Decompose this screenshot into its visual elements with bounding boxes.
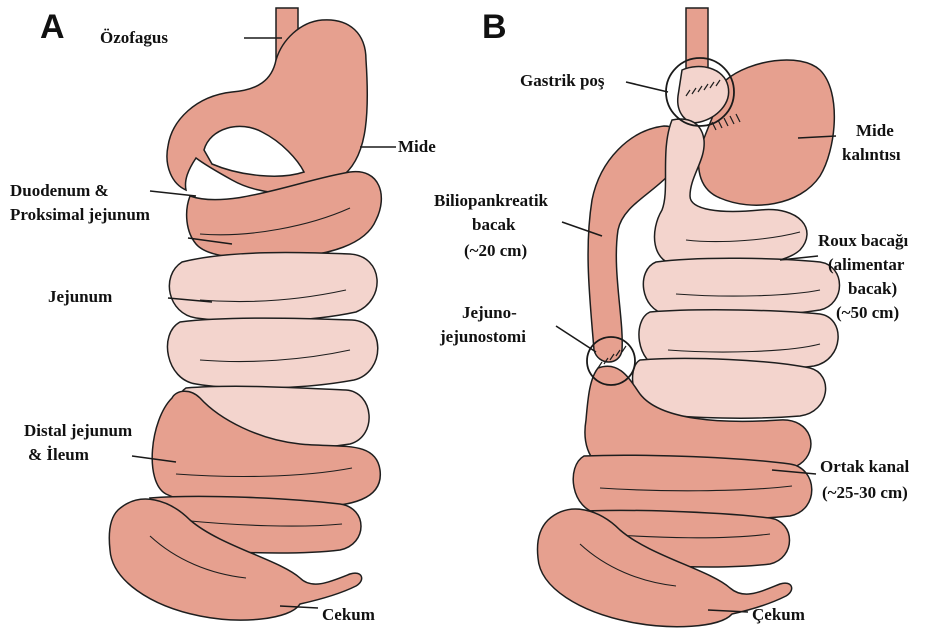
label-bp-1: Biliopankreatik (434, 191, 549, 210)
label-gastric-pouch: Gastrik poş (520, 71, 605, 90)
jejunum-loop2-a (167, 318, 377, 388)
label-duodenum-2: Proksimal jejunum (10, 205, 150, 224)
label-bp-3: (~20 cm) (464, 241, 527, 260)
label-common-1: Ortak kanal (820, 457, 910, 476)
label-roux-4: (~50 cm) (836, 303, 899, 322)
label-cecum-b: Çekum (752, 605, 805, 624)
label-jj-1: Jejuno- (462, 303, 517, 322)
panel-letter-a: A (40, 8, 65, 46)
panel-letter-b: B (482, 8, 507, 46)
label-jj-2: jejunostomi (439, 327, 526, 346)
label-stomach-a: Mide (398, 137, 436, 156)
panel-b (537, 8, 839, 627)
label-roux-2: (alimentar (828, 255, 905, 274)
jejunum-loop1-a (169, 252, 377, 321)
label-remnant-2: kalıntısı (842, 145, 901, 164)
label-esophagus: Özofagus (100, 28, 168, 47)
roux-loop2-b (643, 258, 839, 316)
label-remnant-1: Mide (856, 121, 894, 140)
label-duodenum-1: Duodenum & (10, 181, 109, 200)
label-jejunum: Jejunum (48, 287, 112, 306)
panel-a (109, 8, 381, 620)
label-distal-2: & İleum (28, 445, 89, 464)
label-bp-2: bacak (472, 215, 516, 234)
label-roux-3: bacak) (848, 279, 897, 298)
label-roux-1: Roux bacağı (818, 231, 908, 250)
label-common-2: (~25-30 cm) (822, 483, 908, 502)
label-distal-1: Distal jejunum (24, 421, 132, 440)
label-cecum-a: Cekum (322, 605, 375, 624)
